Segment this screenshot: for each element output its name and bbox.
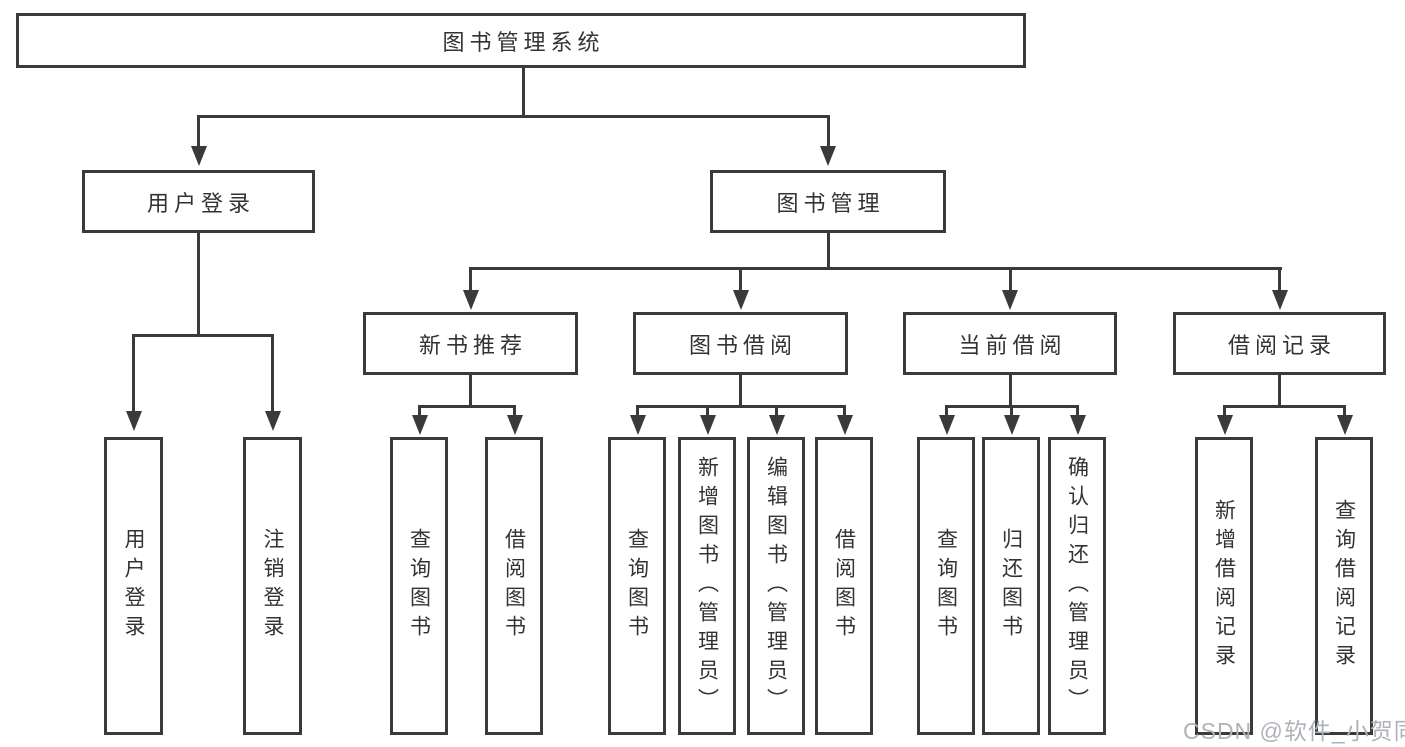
connector-drop	[1076, 404, 1079, 418]
node-new-book-recommend: 新书推荐	[363, 312, 578, 375]
arrow-down-icon	[938, 415, 955, 435]
connector-stem	[1278, 375, 1281, 407]
arrow-down-icon	[125, 411, 142, 431]
node-book-management: 图书管理	[710, 170, 946, 233]
connector-drop	[739, 266, 742, 294]
node-user-login-leaf: 用户登录	[104, 437, 163, 735]
node-user-login: 用户登录	[82, 170, 315, 233]
arrow-down-icon	[699, 415, 716, 435]
arrow-down-icon	[768, 415, 785, 435]
connector-drop	[1010, 404, 1013, 418]
connector-book-mgmt-drop	[826, 114, 830, 148]
connector-drop	[271, 333, 274, 413]
connector-drop	[706, 404, 709, 418]
arrow-down-icon	[1069, 415, 1086, 435]
connector-book-mgmt-rail	[469, 266, 1282, 270]
connector-user-login-rail	[132, 333, 274, 337]
connector-root-stem	[521, 68, 525, 116]
arrow-down-icon	[1002, 290, 1018, 310]
arrow-down-icon	[1003, 415, 1020, 435]
connector-drop	[945, 404, 948, 418]
connector-drop	[513, 404, 516, 418]
connector-drop	[843, 404, 846, 418]
connector-drop	[1278, 266, 1281, 294]
arrow-down-icon	[190, 146, 207, 166]
node-return-books: 归还图书	[982, 437, 1040, 735]
node-add-books-admin: 新增图书（管理员）	[678, 437, 736, 735]
connector-drop	[1343, 404, 1346, 418]
watermark: CSDN @软件_小贺同学	[1183, 718, 1405, 744]
node-query-books-recommend: 查询图书	[390, 437, 448, 735]
node-query-books-current: 查询图书	[917, 437, 975, 735]
connector-root-rail	[197, 114, 830, 118]
arrow-down-icon	[1336, 415, 1353, 435]
connector-user-login-drop	[197, 114, 200, 148]
connector-rail	[418, 404, 516, 408]
connector-drop	[1223, 404, 1226, 418]
connector-drop	[418, 404, 421, 418]
arrow-down-icon	[1271, 290, 1288, 310]
connector-drop	[1008, 266, 1012, 294]
node-confirm-return-admin: 确认归还（管理员）	[1048, 437, 1106, 735]
arrow-down-icon	[820, 146, 836, 166]
arrow-down-icon	[411, 415, 428, 435]
connector-stem	[1008, 375, 1012, 407]
node-root: 图书管理系统	[16, 13, 1026, 68]
connector-stem	[469, 375, 472, 407]
node-add-borrow-record: 新增借阅记录	[1195, 437, 1253, 735]
node-current-borrowing: 当前借阅	[903, 312, 1117, 375]
node-edit-books-admin: 编辑图书（管理员）	[747, 437, 805, 735]
connector-user-login-stem	[197, 233, 200, 335]
arrow-down-icon	[506, 415, 523, 435]
connector-drop	[132, 333, 135, 413]
connector-drop	[636, 404, 639, 418]
arrow-down-icon	[629, 415, 646, 435]
node-query-books-borrowing: 查询图书	[608, 437, 666, 735]
arrow-down-icon	[732, 290, 749, 310]
connector-rail	[636, 404, 846, 408]
arrow-down-icon	[1216, 415, 1233, 435]
connector-drop	[469, 266, 472, 294]
connector-stem	[739, 375, 742, 407]
node-borrow-books-recommend: 借阅图书	[485, 437, 543, 735]
arrow-down-icon	[264, 411, 281, 431]
node-logout: 注销登录	[243, 437, 302, 735]
connector-rail	[1223, 404, 1346, 408]
connector-book-mgmt-stem	[826, 233, 830, 270]
node-query-borrow-record: 查询借阅记录	[1315, 437, 1373, 735]
node-book-borrowing: 图书借阅	[633, 312, 848, 375]
arrow-down-icon	[836, 415, 853, 435]
node-borrowing-records: 借阅记录	[1173, 312, 1386, 375]
node-borrow-books-borrowing: 借阅图书	[815, 437, 873, 735]
connector-drop	[775, 404, 778, 418]
arrow-down-icon	[462, 290, 479, 310]
